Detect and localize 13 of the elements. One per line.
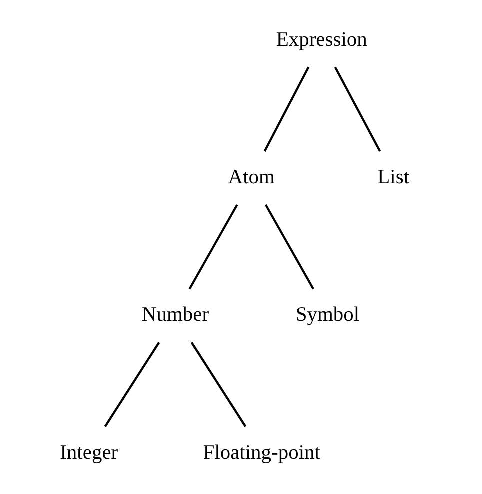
connector: [188, 204, 238, 290]
connector: [190, 342, 247, 428]
connector: [264, 204, 314, 290]
node-text: List: [378, 166, 410, 189]
node-text: Expression: [276, 29, 368, 51]
node-text: Floating-point: [203, 442, 320, 464]
connector: [264, 66, 310, 152]
node-text: Atom: [228, 166, 275, 189]
node-text: Number: [142, 304, 210, 326]
connector: [334, 66, 382, 152]
connector: [104, 342, 160, 428]
node-text: Symbol: [296, 304, 360, 326]
node-text: Integer: [60, 442, 118, 464]
